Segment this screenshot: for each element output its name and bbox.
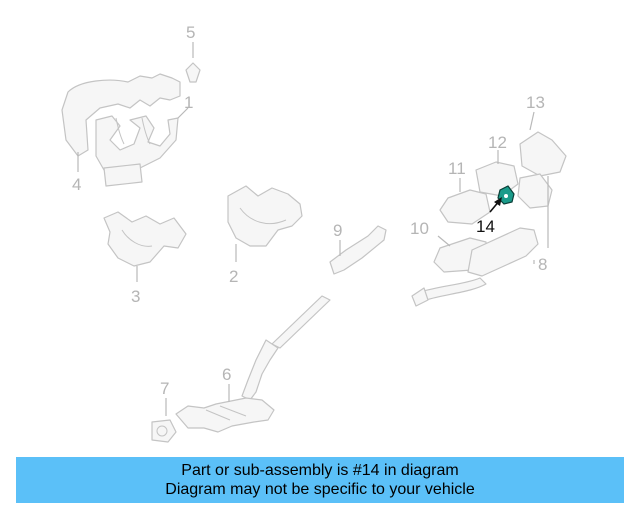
banner-line-1: Part or sub-assembly is #14 in diagram [181,462,459,479]
part-7-flange-gasket [151,398,177,443]
callout-12: 12 [488,133,507,152]
part-9-bracket [329,225,387,275]
part-13-heat-shield [517,111,567,248]
callout-9: 9 [333,221,342,240]
part-6-catalytic-converter [175,295,331,433]
part-1-exhaust-manifold [61,73,189,187]
callout-8: 8 [538,255,547,274]
exhaust-parts-diagram: 5 1 4 3 2 9 6 7 10 8 11 12 13 14 [61,23,567,443]
info-banner: Part or sub-assembly is #14 in diagram D… [16,457,624,503]
callout-1: 1 [184,93,193,112]
callout-13: 13 [526,93,545,112]
banner-line-2: Diagram may not be specific to your vehi… [165,481,475,498]
part-2-heat-shield [227,185,303,262]
part-3-heat-shield [103,211,187,282]
callout-7: 7 [160,379,169,398]
callout-10: 10 [410,219,429,238]
callout-2: 2 [229,267,238,286]
callout-3: 3 [131,287,140,306]
part-5-gasket [185,42,201,83]
callout-11: 11 [448,159,466,178]
callout-4: 4 [72,175,81,194]
callout-6: 6 [222,365,231,384]
callout-5: 5 [186,23,195,42]
part-11-pipe-section [439,178,491,225]
part-8-muffler [411,227,539,307]
part-12-pipe-section [475,150,519,197]
callout-14: 14 [476,217,495,236]
part-14-hanger [489,185,515,213]
